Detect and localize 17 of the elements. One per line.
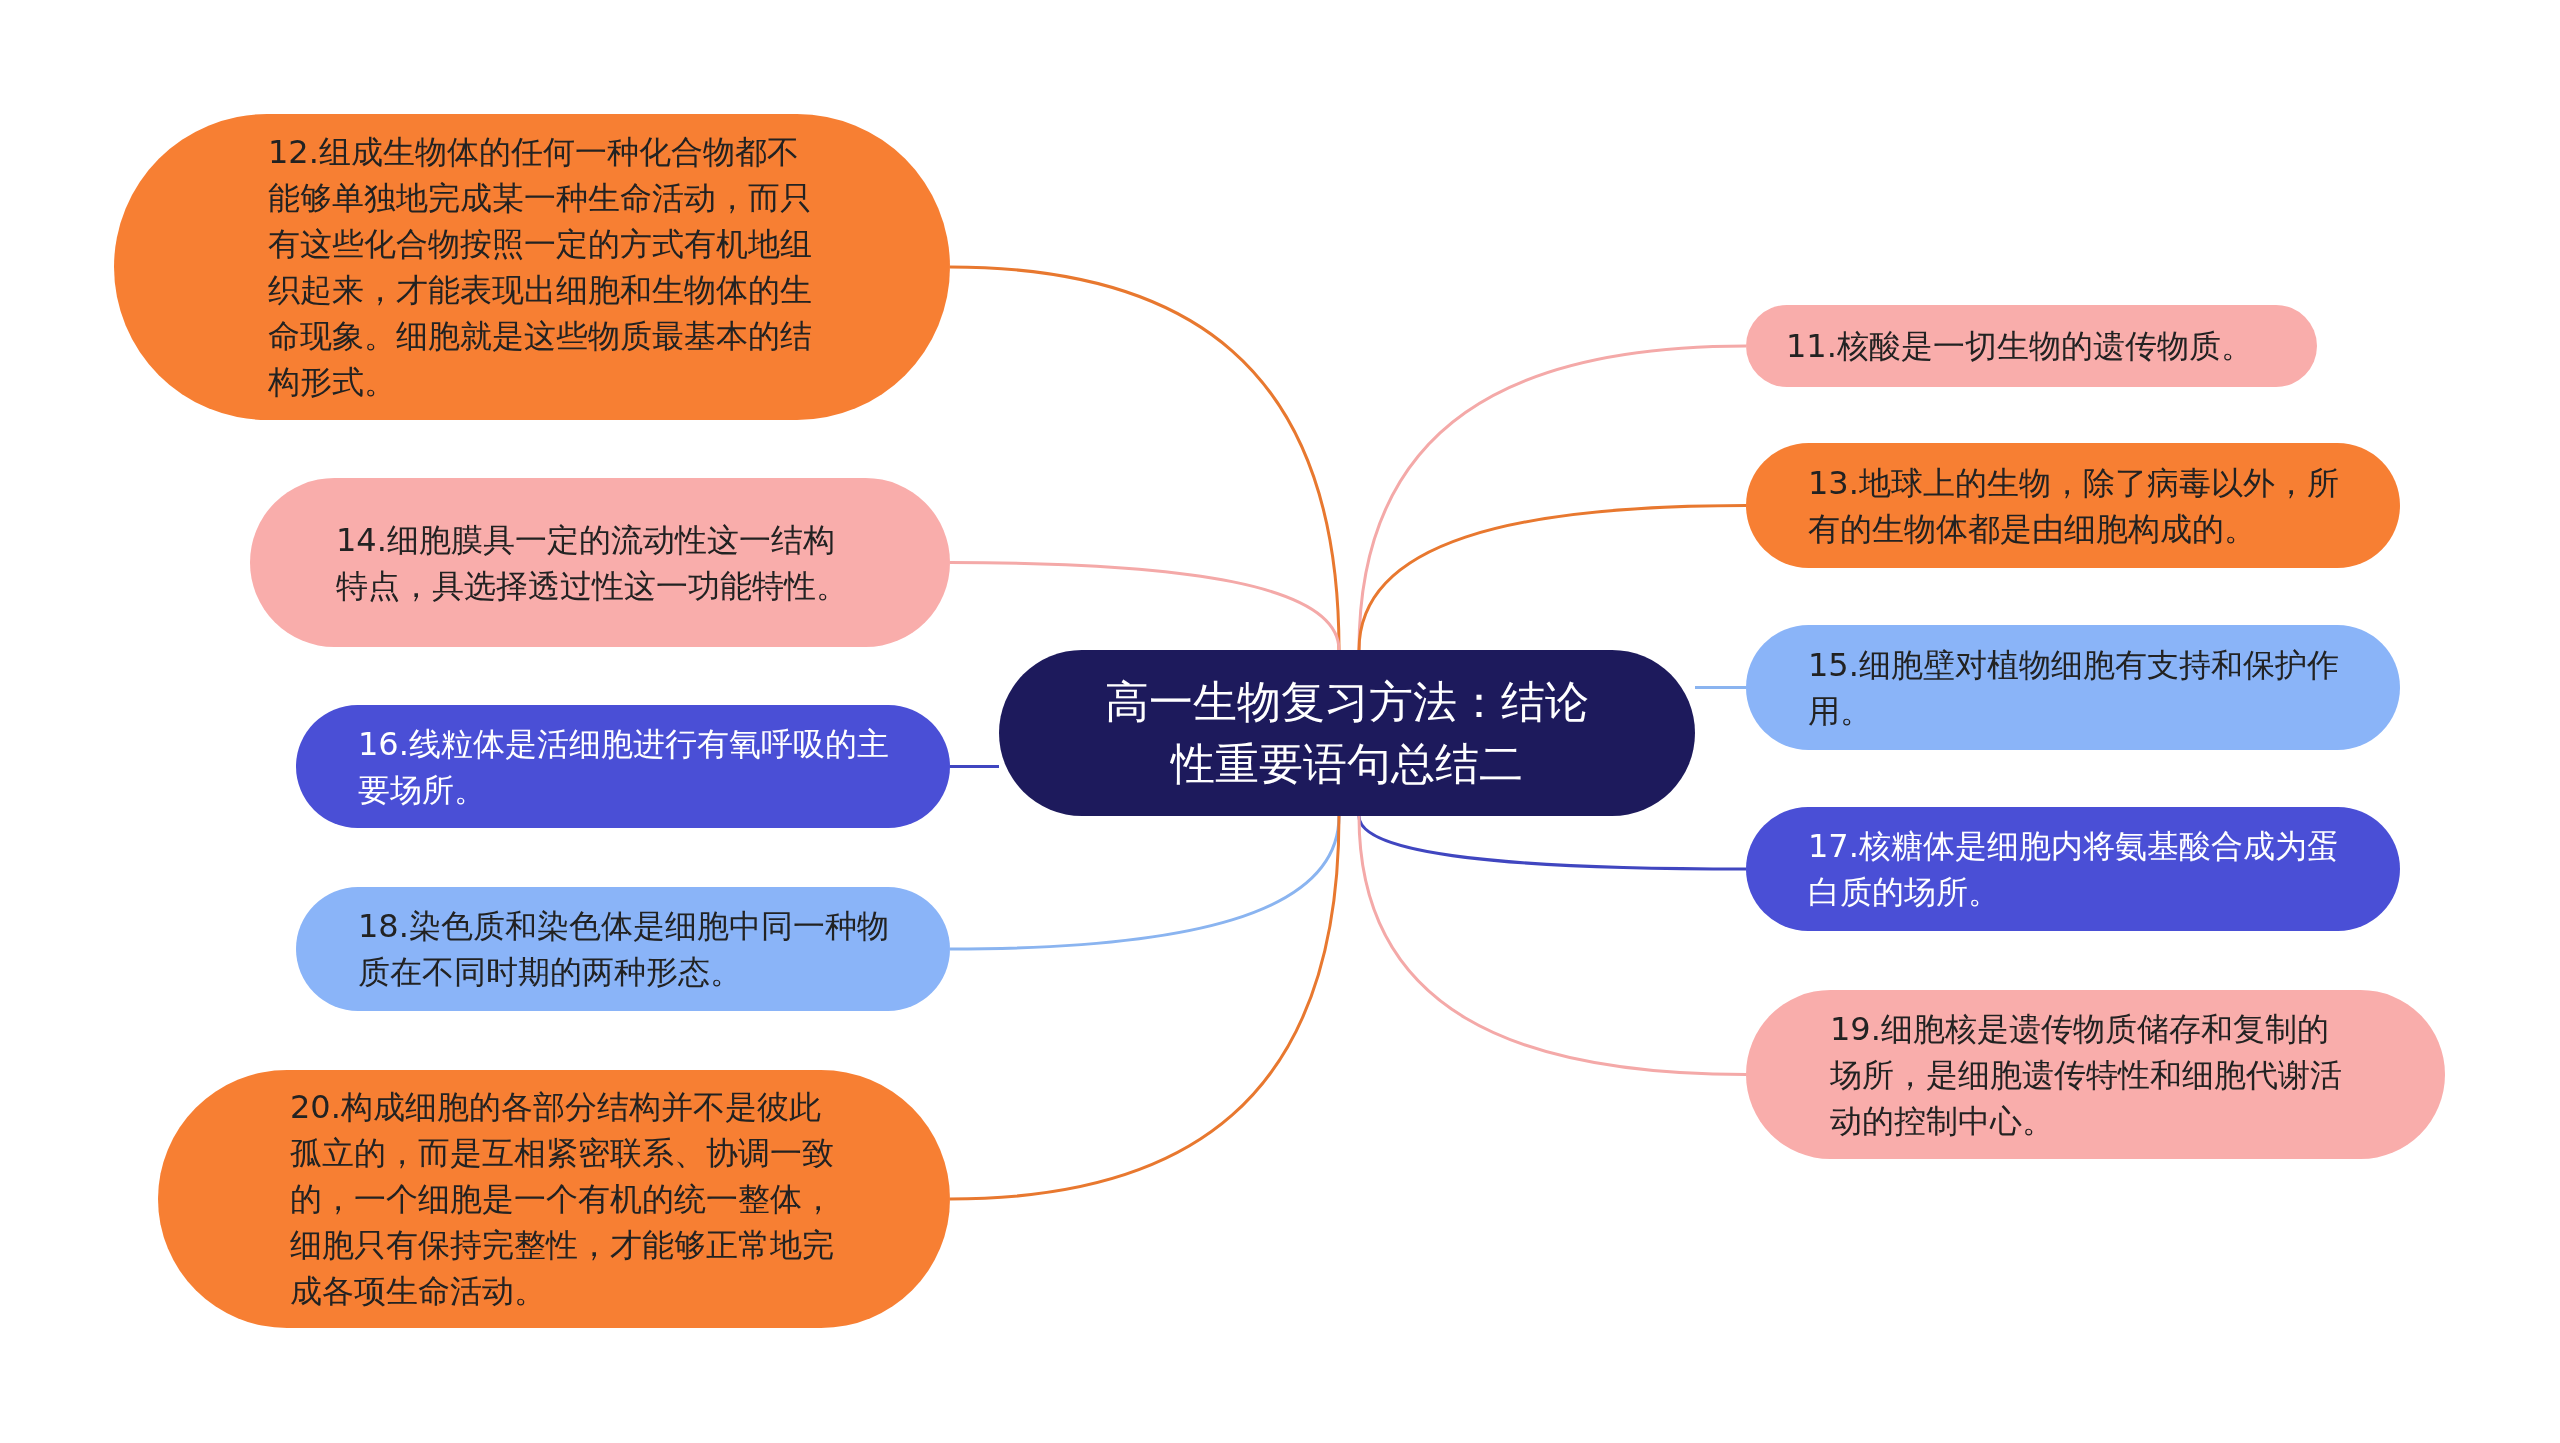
connector [950,765,999,768]
branch-text: 19.细胞核是遗传物质储存和复制的场所，是细胞遗传特性和细胞代谢活动的控制中心。 [1830,1008,2343,1142]
branch-text: 20.构成细胞的各部分结构并不是彼此孤立的，而是互相紧密联系、协调一致的，一个细胞是一个有机的统一整体，细胞只有保持完整性，才能够正常地完成各项生命活动。 [290,1087,835,1312]
connector [950,561,1341,651]
branch-text: 17.核糖体是细胞内将氨基酸合成为蛋白质的场所。 [1808,826,2340,913]
connector [949,815,1341,1201]
topic-title: 高一生物复习方法：结论性重要语句总结二 [1104,675,1590,791]
connector [1357,504,1746,651]
branch-text: 15.细胞壁对植物细胞有支持和保护作用。 [1808,644,2340,732]
branch-text: 16.线粒体是活细胞进行有氧呼吸的主要场所。 [358,723,890,811]
connector [1695,686,1746,689]
branch-text: 11.核酸是一切生物的遗传物质。 [1786,326,2254,367]
connector [1357,815,1747,1076]
branch-text: 18.染色质和染色体是细胞中同一种物质在不同时期的两种形态。 [358,906,890,993]
branch-text: 13.地球上的生物，除了病毒以外，所有的生物体都是由细胞构成的。 [1808,462,2340,550]
branch-text: 14.细胞膜具一定的流动性这一结构特点，具选择透过性这一功能特性。 [336,519,849,607]
branch-text: 12.组成生物体的任何一种化合物都不能够单独地完成某一种生命活动，而只有这些化合物按照一定的方式有机地组织起来，才能表现出细胞和生物体的生命现象。细胞就是这些物质最基本的结构形式。 [268,132,813,403]
